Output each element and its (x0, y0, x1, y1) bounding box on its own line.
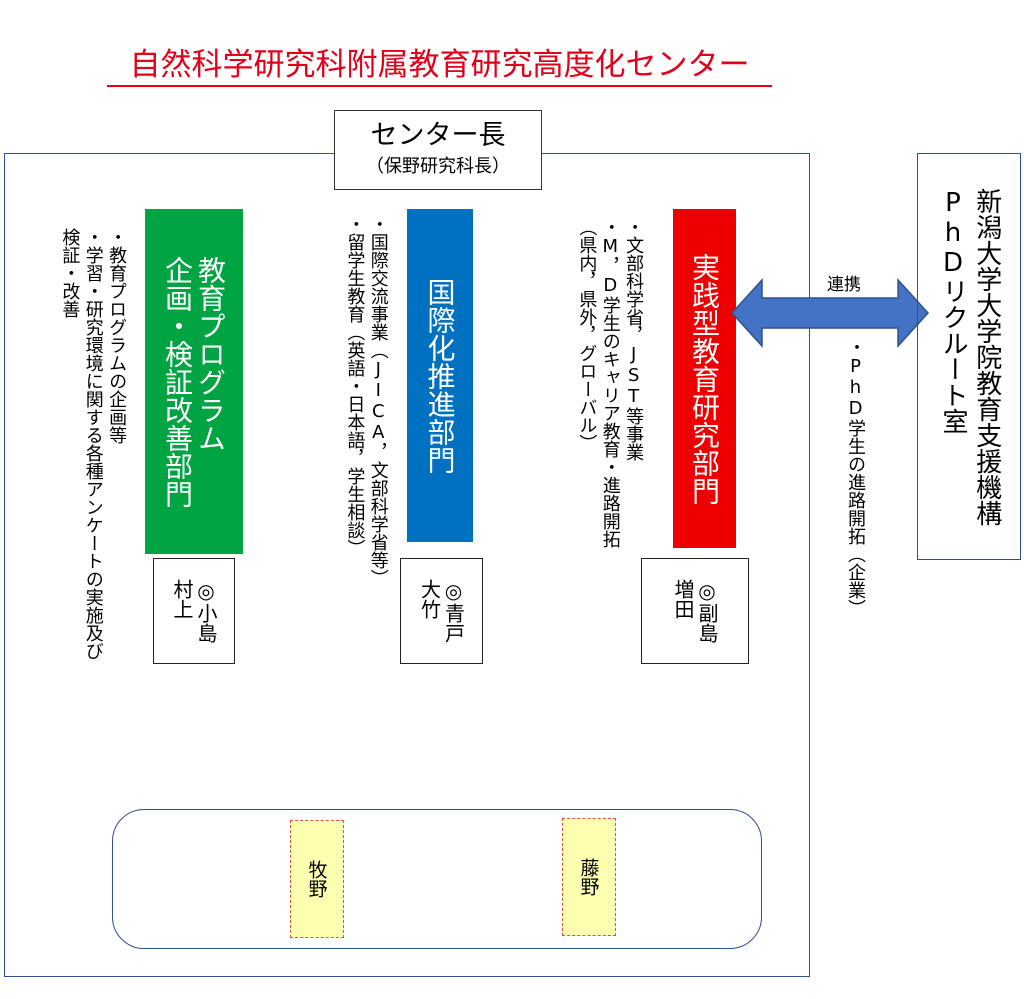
education-dept-name: 教育プログラム 企画・検証改善部門 (161, 255, 228, 508)
education-members: ◎小島 村上 (170, 579, 218, 643)
page-title: 自然科学研究科附属教育研究高度化センター (107, 45, 772, 87)
education-dept-description: ・教育プログラムの企画等 ・学習・研究環境に関する各種アンケートの実施及び 検証… (59, 228, 128, 660)
staff-box-left: 牧野 (290, 820, 344, 938)
staff-name-right: 藤野 (577, 858, 600, 896)
international-members-box: ◎青戸 大竹 (400, 558, 483, 664)
collaboration-note: ・PhD学生の進路開拓（企業） (845, 338, 866, 617)
international-dept-box: 国際化推進部門 (407, 209, 473, 542)
phd-recruit-office-box: 新潟大学大学院教育支援機構 PhDリクルート室 (917, 153, 1021, 560)
collaboration-label: 連携 (827, 275, 861, 295)
director-box: センター長 （保野研究科長） (334, 110, 542, 190)
practical-members-box: ◎副島 増田 (641, 558, 749, 664)
practical-dept-name: 実践型教育研究部門 (688, 252, 722, 505)
education-members-box: ◎小島 村上 (153, 558, 235, 664)
international-dept-name: 国際化推進部門 (423, 277, 457, 474)
staff-name-left: 牧野 (305, 860, 328, 898)
international-dept-description: ・国際交流事業（JICA，文部科学省等） ・留学生教育（英語・日本語，学生相談） (344, 215, 389, 587)
staff-box-right: 藤野 (562, 818, 616, 936)
practical-dept-description: ・文部科学省，JST等事業 ・M，D学生のキャリア教育・進路開拓 （県内，県外，… (576, 218, 645, 548)
staff-area (112, 809, 762, 949)
phd-recruit-office-name: 新潟大学大学院教育支援機構 PhDリクルート室 (938, 187, 1002, 526)
collaboration-double-arrow (730, 278, 930, 348)
director-title: センター長 (370, 120, 506, 151)
practical-dept-box: 実践型教育研究部門 (673, 209, 736, 548)
international-members: ◎青戸 大竹 (417, 579, 466, 643)
director-name: （保野研究科長） (366, 156, 510, 177)
education-dept-box: 教育プログラム 企画・検証改善部門 (145, 209, 243, 554)
practical-members: ◎副島 増田 (671, 579, 719, 643)
